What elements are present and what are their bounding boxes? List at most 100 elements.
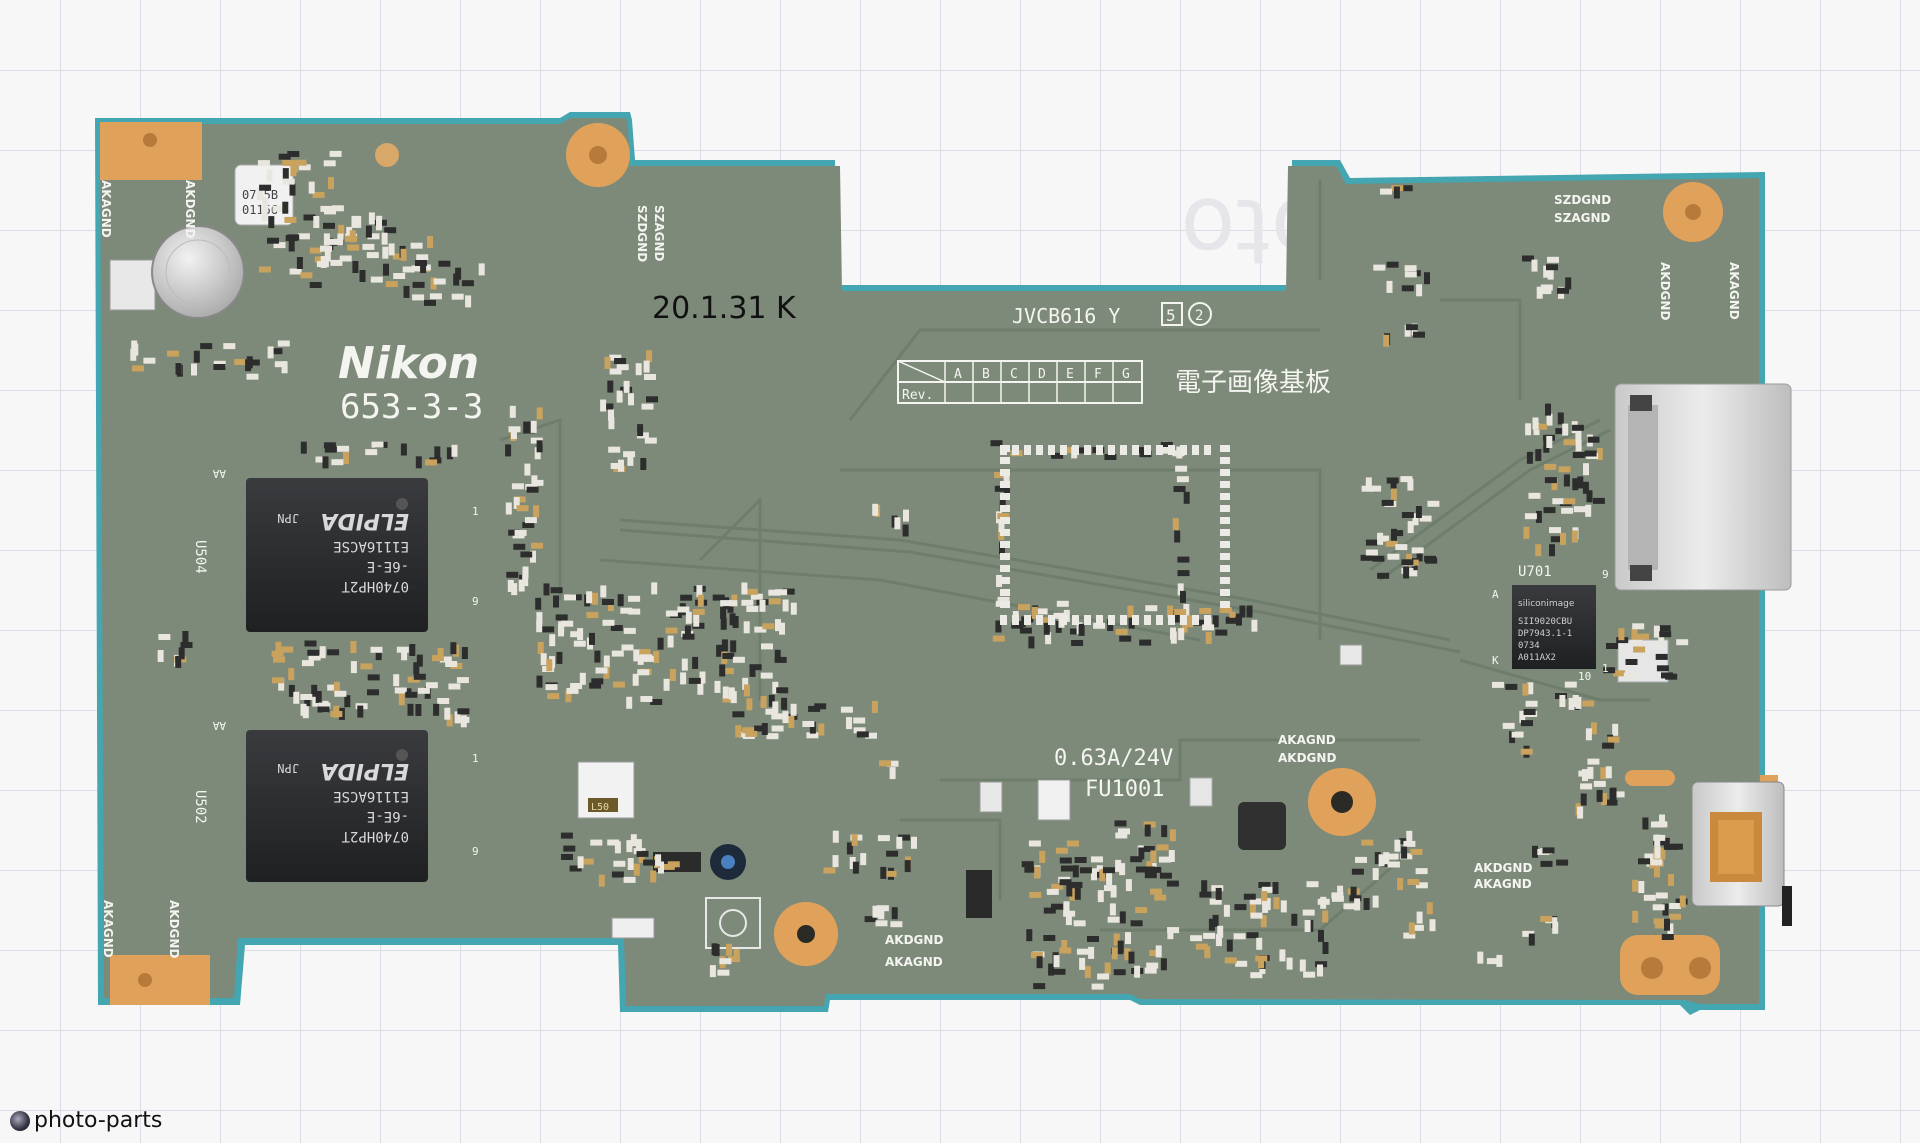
smd-part	[1166, 880, 1179, 887]
smd-part	[1143, 866, 1156, 873]
smd-part	[635, 363, 642, 376]
smd-part	[1172, 518, 1179, 531]
smd-part	[1654, 922, 1667, 929]
smd-part	[719, 664, 726, 677]
smd-part	[1363, 898, 1370, 910]
smd-part	[1167, 927, 1180, 934]
smd-part	[1146, 962, 1159, 969]
svg-text:0734: 0734	[1518, 641, 1540, 651]
smd-part	[733, 948, 740, 961]
smd-part	[1130, 856, 1143, 863]
smd-part	[1066, 840, 1079, 847]
smd-part	[1053, 968, 1066, 975]
smd-part	[1522, 930, 1535, 937]
smd-part	[1192, 445, 1199, 455]
smd-part	[896, 836, 903, 849]
smd-part	[565, 690, 572, 703]
smd-part	[609, 368, 622, 375]
smd-part	[1220, 481, 1230, 488]
smd-part	[1220, 517, 1230, 524]
smd-part	[1144, 824, 1151, 837]
smd-part	[626, 840, 633, 853]
smd-part	[577, 628, 584, 641]
smd-part	[282, 159, 295, 166]
smd-part	[886, 760, 899, 767]
smd-part	[401, 648, 408, 661]
smd-part	[669, 669, 676, 681]
smd-part	[1378, 854, 1385, 867]
smd-part	[626, 696, 633, 709]
smd-part	[1109, 903, 1116, 916]
smd-part	[327, 649, 340, 656]
smd-part	[400, 443, 407, 456]
smd-part	[1178, 628, 1185, 641]
smd-part	[522, 574, 529, 587]
smd-part	[371, 441, 384, 448]
photo-parts-watermark: photo-parts	[10, 1108, 162, 1133]
smd-part	[1502, 722, 1515, 729]
smd-part	[1526, 451, 1533, 464]
smd-part	[1113, 969, 1126, 976]
smd-part	[1544, 463, 1557, 470]
smd-part	[1393, 186, 1400, 199]
smd-part	[534, 447, 541, 460]
smd-part	[741, 582, 748, 595]
smd-part	[1540, 860, 1553, 867]
smd-part	[570, 631, 583, 638]
smd-part	[997, 596, 1010, 603]
smd-part	[1407, 478, 1414, 491]
smd-part	[290, 164, 297, 177]
smd-part	[570, 683, 583, 689]
smd-part	[375, 648, 382, 661]
smd-part	[658, 861, 664, 874]
smd-part	[608, 446, 621, 453]
smd-part	[846, 842, 853, 855]
smd-part	[1003, 471, 1010, 484]
smd-part	[1571, 424, 1584, 431]
smd-part	[1000, 445, 1010, 452]
smd-part	[852, 861, 859, 874]
smd-part	[1119, 635, 1132, 642]
smd-part	[1413, 331, 1425, 338]
smd-part	[1091, 856, 1103, 863]
smd-part	[716, 644, 723, 657]
smd-part	[832, 830, 839, 843]
smd-part	[1048, 963, 1055, 976]
smd-part	[1279, 949, 1286, 962]
smd-part	[741, 599, 754, 606]
smd-part	[1410, 848, 1423, 855]
smd-part	[522, 566, 529, 579]
smd-part	[300, 694, 313, 700]
smd-part	[611, 871, 624, 878]
smd-part	[1676, 639, 1689, 646]
gnd-label: AKDGND	[1658, 262, 1672, 320]
smd-part	[1653, 834, 1666, 841]
smd-part	[644, 374, 656, 380]
smd-part	[297, 233, 310, 240]
smd-part	[721, 639, 728, 652]
smd-part	[1135, 907, 1148, 914]
smd-part	[282, 201, 289, 214]
smd-part	[1386, 853, 1399, 860]
smd-part	[131, 365, 144, 372]
smd-part	[320, 205, 333, 212]
smd-part	[1000, 505, 1010, 512]
smd-part	[1144, 872, 1157, 879]
smd-part	[1381, 499, 1394, 506]
smd-part	[727, 600, 734, 613]
smd-part	[720, 617, 727, 630]
smd-part	[1403, 566, 1410, 579]
smd-part	[296, 257, 303, 269]
smd-part	[384, 227, 397, 234]
smd-part	[1661, 672, 1673, 679]
smd-part	[1630, 639, 1643, 646]
smd-part	[579, 672, 586, 685]
smd-part	[1145, 605, 1158, 612]
smd-part	[730, 640, 737, 653]
smd-part	[775, 619, 781, 632]
smd-part	[1076, 948, 1089, 955]
smd-part	[1215, 887, 1222, 900]
smd-part	[610, 463, 623, 469]
smd-part	[1220, 601, 1230, 608]
gnd-label: AKAGND	[1727, 262, 1741, 320]
